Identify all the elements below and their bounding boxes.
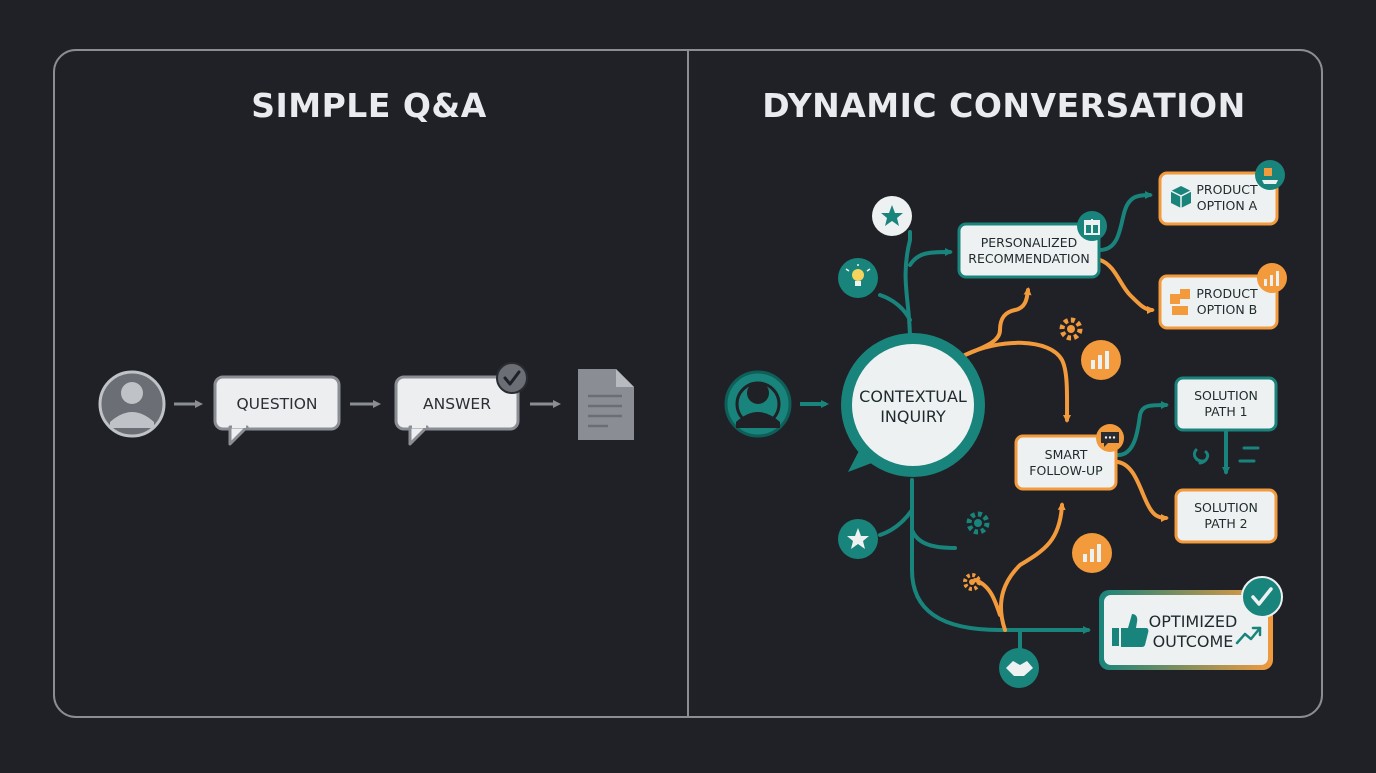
left-panel-title: SIMPLE Q&A [251,86,487,125]
document-icon [578,369,634,440]
checkmark-icon [496,362,528,394]
gear-icon [963,573,981,591]
solution-1-line2: PATH 1 [1204,404,1247,419]
contextual-inquiry-line1: CONTEXTUAL [859,387,967,406]
optimized-outcome-box: OPTIMIZED OUTCOME [1099,590,1273,670]
gift-icon [1077,211,1107,241]
personalized-line2: RECOMMENDATION [968,251,1089,266]
solution-2-line1: SOLUTION [1194,500,1258,515]
answer-label: ANSWER [423,395,491,413]
chat-icon [1096,424,1124,452]
star-icon [838,519,878,559]
orange-connectors [963,258,1169,632]
personalized-recommendation-box: PERSONALIZED RECOMMENDATION [957,222,1101,279]
solution-2-line2: PATH 2 [1204,516,1247,531]
solution-path-1-box: SOLUTION PATH 1 [1174,376,1278,432]
contextual-inquiry-line2: INQUIRY [880,407,946,426]
outcome-line2: OUTCOME [1153,632,1234,651]
box-icon [1170,289,1190,315]
user-icon [98,370,166,438]
personalized-line1: PERSONALIZED [981,235,1078,250]
thumbs-up-icon [1112,614,1149,647]
solution-path-2-box: SOLUTION PATH 2 [1174,488,1278,544]
lightbulb-icon [838,258,878,298]
right-panel-title: DYNAMIC CONVERSATION [762,86,1245,125]
smart-followup-line2: FOLLOW-UP [1029,463,1103,478]
star-icon [872,196,912,236]
product-b-line2: OPTION B [1197,302,1257,317]
product-a-line1: PRODUCT [1196,182,1258,197]
smart-follow-up-box: SMART FOLLOW-UP [1014,434,1118,491]
question-label: QUESTION [236,395,317,413]
chart-icon [1257,263,1287,293]
question-bubble: QUESTION [213,375,341,446]
outcome-line1: OPTIMIZED [1149,612,1238,631]
gear-icon [1059,317,1083,341]
swap-icon [1192,446,1260,465]
chart-icon [1081,340,1121,380]
chart-icon [1072,533,1112,573]
contextual-inquiry-bubble: CONTEXTUAL INQUIRY [841,333,985,477]
trend-icon [1235,626,1262,645]
box-icon [1170,186,1192,208]
hand-icon [1255,160,1285,190]
product-a-line2: OPTION A [1197,198,1258,213]
smart-followup-line1: SMART [1045,447,1088,462]
user-icon [724,370,792,438]
product-option-a-box: PRODUCT OPTION A [1158,171,1279,226]
checkmark-icon [1241,576,1283,618]
gear-icon [966,511,990,535]
answer-bubble: ANSWER [394,375,520,446]
product-b-line1: PRODUCT [1196,286,1258,301]
solution-1-line1: SOLUTION [1194,388,1258,403]
handshake-icon [999,648,1039,688]
